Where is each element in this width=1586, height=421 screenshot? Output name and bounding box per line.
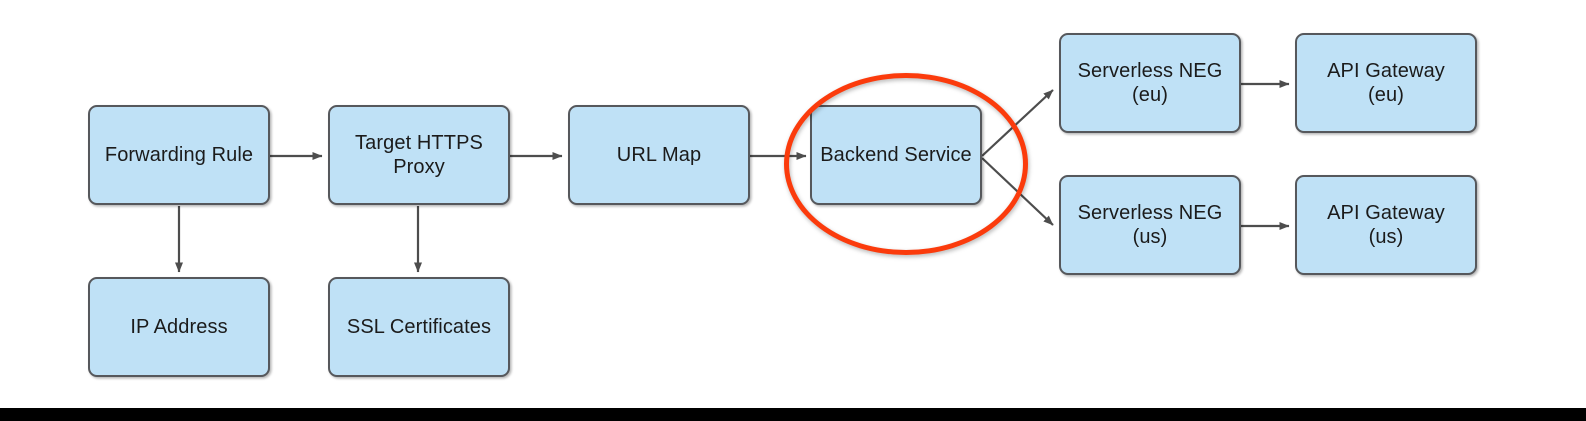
node-api-gateway-eu[interactable]: API Gateway (eu) — [1295, 33, 1477, 133]
bottom-black-bar — [0, 408, 1586, 421]
node-target-https-proxy[interactable]: Target HTTPS Proxy — [328, 105, 510, 205]
edge-backend-service-to-serverless-neg-us — [981, 157, 1054, 226]
node-api-gateway-us[interactable]: API Gateway (us) — [1295, 175, 1477, 275]
node-ssl-certificates[interactable]: SSL Certificates — [328, 277, 510, 377]
node-serverless-neg-us[interactable]: Serverless NEG (us) — [1059, 175, 1241, 275]
node-backend-service[interactable]: Backend Service — [810, 105, 982, 205]
node-forwarding-rule[interactable]: Forwarding Rule — [88, 105, 270, 205]
node-ip-address[interactable]: IP Address — [88, 277, 270, 377]
node-url-map[interactable]: URL Map — [568, 105, 750, 205]
edge-backend-service-to-serverless-neg-eu — [981, 89, 1054, 157]
node-serverless-neg-eu[interactable]: Serverless NEG (eu) — [1059, 33, 1241, 133]
